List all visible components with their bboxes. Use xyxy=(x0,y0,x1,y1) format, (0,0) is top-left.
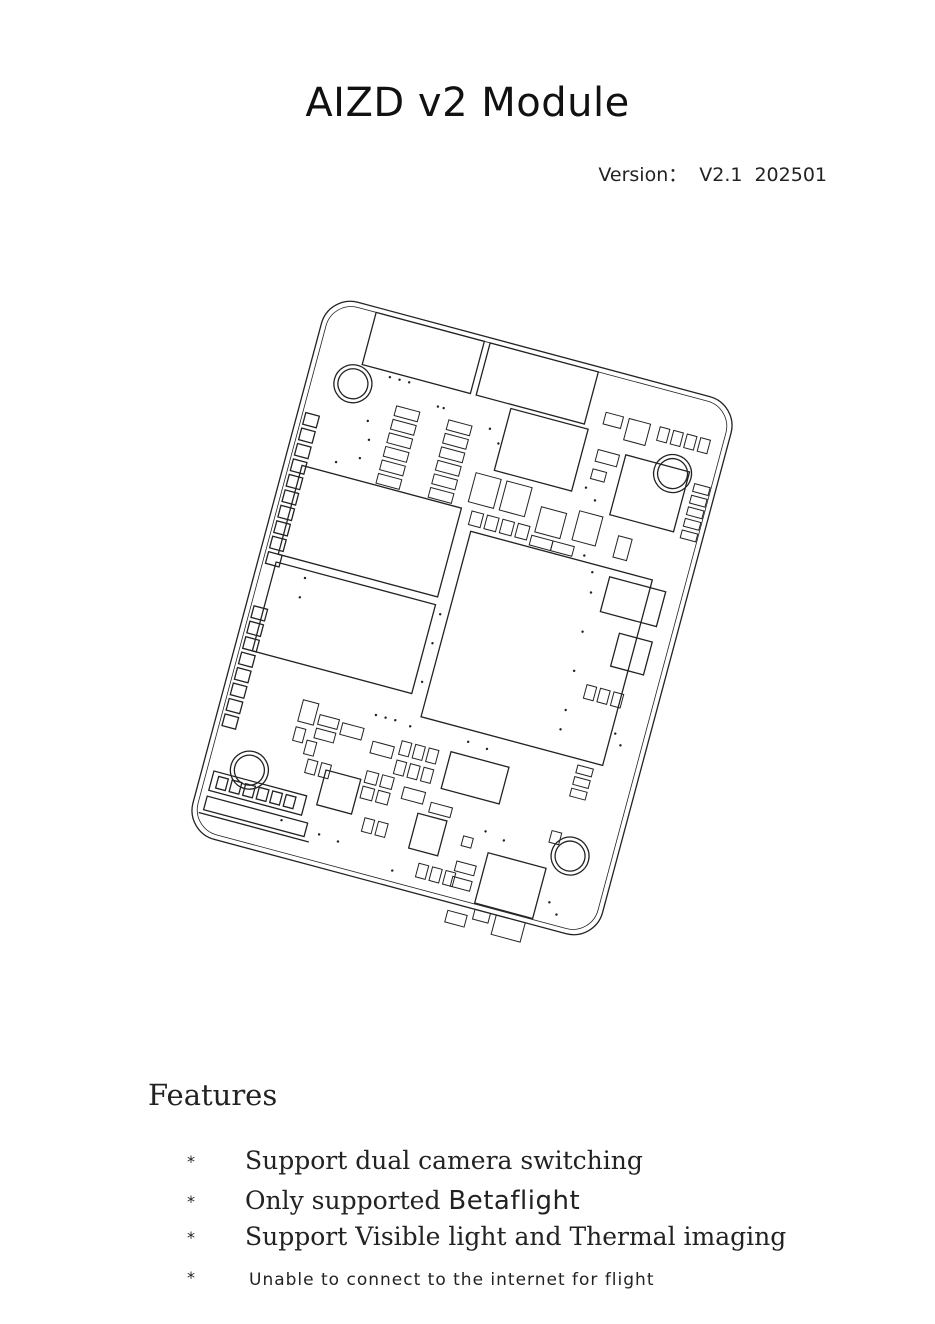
main-processor xyxy=(420,530,654,767)
chip-right-small xyxy=(609,632,654,676)
feature-text: Support dual camera switching xyxy=(245,1146,643,1175)
feature-item: * Support dual camera switching xyxy=(0,1146,935,1180)
memory-chip-2 xyxy=(251,561,437,695)
chip-lower-center xyxy=(407,812,448,857)
board-outline xyxy=(191,300,733,936)
vias xyxy=(280,375,622,916)
bullet-star-icon: * xyxy=(187,1228,195,1247)
feature-emphasis: Betaflight xyxy=(448,1186,581,1216)
feature-item: * Unable to connect to the internet for … xyxy=(0,1262,935,1296)
connector-top-left xyxy=(361,311,486,395)
feature-item: * Only supported Betaflight xyxy=(0,1186,935,1220)
feature-text-part: Only supported xyxy=(245,1186,449,1215)
chip-lower-mid xyxy=(440,750,510,805)
version-info: Version： V2.1 202501 xyxy=(598,160,827,187)
version-label: Version： xyxy=(598,164,688,186)
bullet-star-icon: * xyxy=(187,1192,195,1211)
mounting-holes xyxy=(229,364,693,876)
memory-chip-1 xyxy=(277,464,463,598)
feature-text: Unable to connect to the internet for fl… xyxy=(249,1270,655,1290)
left-edge-pads xyxy=(221,411,321,730)
feature-text: Only supported Betaflight xyxy=(245,1186,580,1216)
chip-lower-left xyxy=(315,769,362,815)
connector-top-right xyxy=(475,342,600,425)
chip-lower-right xyxy=(473,851,547,920)
bullet-star-icon: * xyxy=(187,1152,195,1171)
feature-item: * Support Visible light and Thermal imag… xyxy=(0,1222,935,1256)
chip-upper-mid xyxy=(493,407,589,492)
bottom-connector xyxy=(198,770,309,843)
bullet-star-icon: * xyxy=(187,1268,195,1287)
chip-right-mid xyxy=(599,576,667,628)
version-number: V2.1 xyxy=(699,164,743,186)
board-outline-inner xyxy=(196,306,728,930)
document-title: AIZD v2 Module xyxy=(305,80,630,126)
version-date: 202501 xyxy=(754,164,827,186)
smd-components xyxy=(291,405,712,943)
chip-upper-right xyxy=(608,454,691,533)
feature-text: Support Visible light and Thermal imagin… xyxy=(245,1222,787,1251)
features-heading: Features xyxy=(148,1078,278,1112)
